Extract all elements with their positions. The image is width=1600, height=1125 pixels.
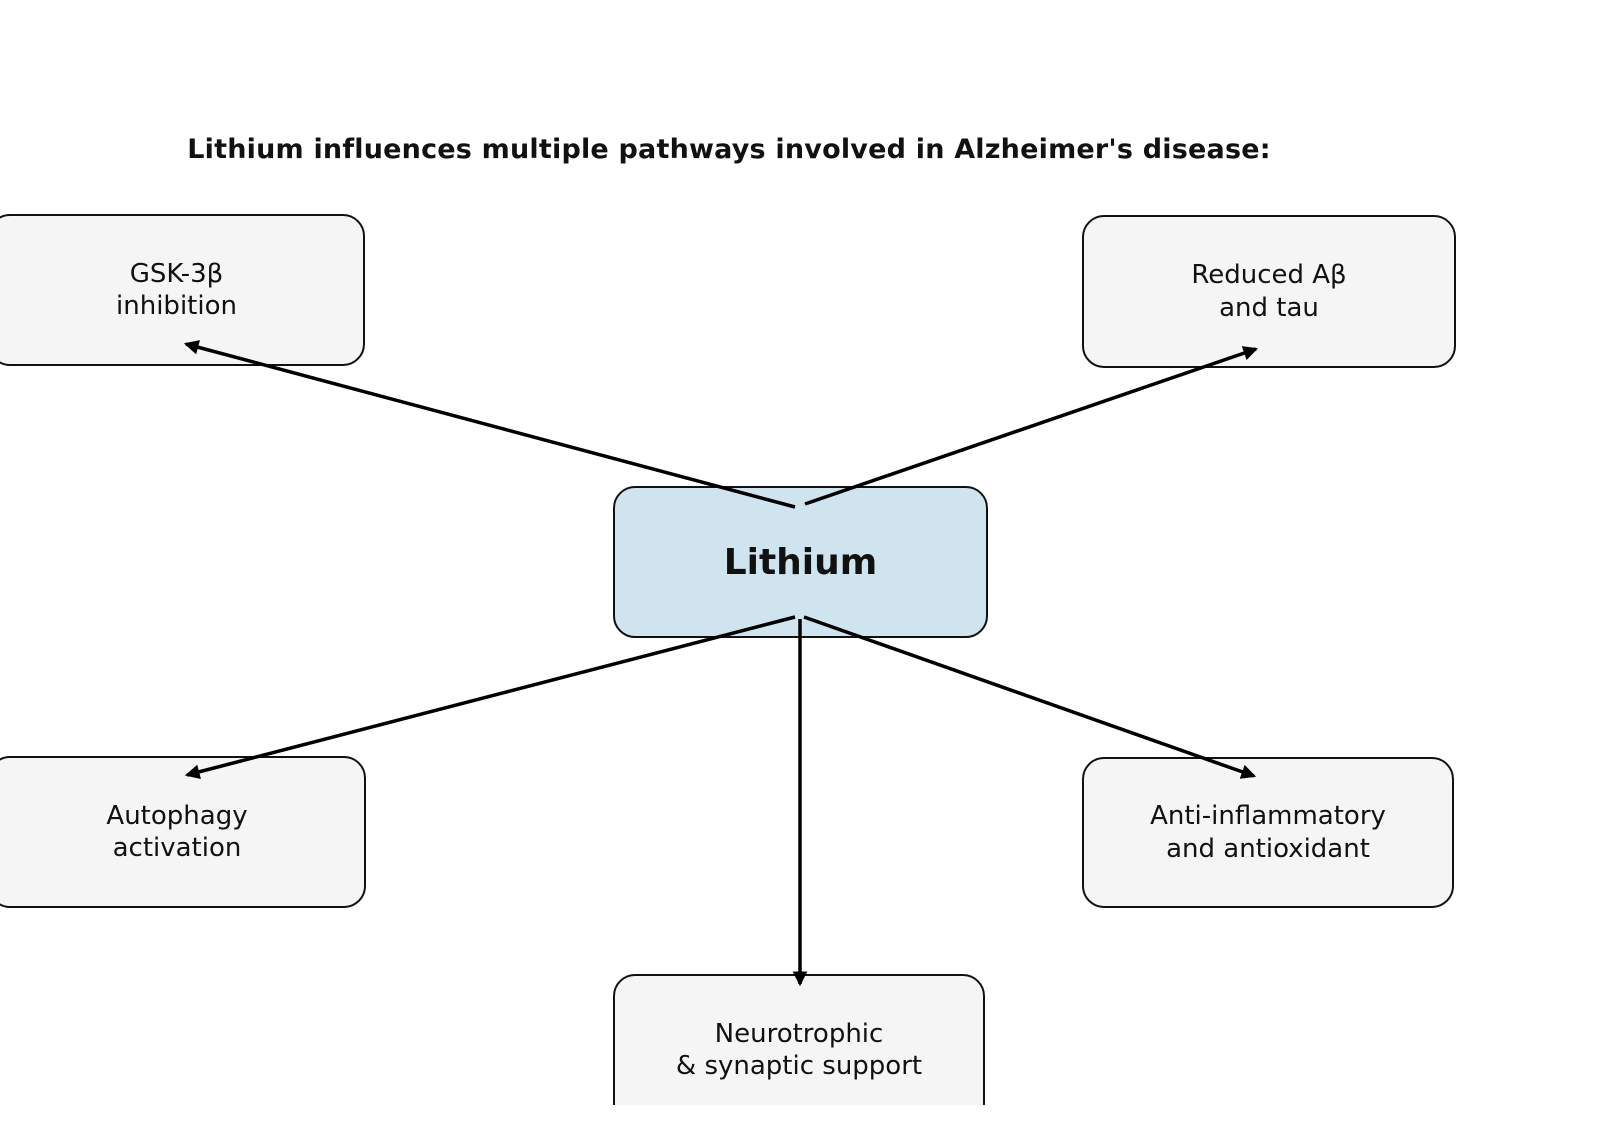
diagram-title: Lithium influences multiple pathways inv… — [187, 134, 1271, 165]
node-label-gsk3b: GSK-3β inhibition — [116, 258, 237, 322]
arrow-to-autophagy-activation — [184, 615, 796, 779]
node-neurotrophic-support: Neurotrophic & synaptic support — [613, 974, 985, 1105]
node-autophagy-activation: Autophagy activation — [0, 756, 366, 908]
node-label-reduced-abeta-tau: Reduced Aβ and tau — [1191, 260, 1347, 323]
node-gsk3b-inhibition: GSK-3β inhibition — [0, 214, 365, 366]
node-lithium-center: Lithium — [613, 486, 988, 638]
node-reduced-abeta-tau: Reduced Aβ and tau — [1082, 215, 1456, 368]
node-label-anti-inflammatory: Anti-inflammatory and antioxidant — [1150, 801, 1386, 864]
arrow-to-anti-inflammatory — [803, 615, 1257, 779]
node-label-autophagy: Autophagy activation — [106, 800, 248, 864]
arrow-to-reduced-abeta-tau — [804, 346, 1259, 506]
node-anti-inflammatory: Anti-inflammatory and antioxidant — [1082, 757, 1454, 908]
arrow-to-gsk3b-inhibition — [183, 340, 796, 509]
node-label-neurotrophic: Neurotrophic & synaptic support — [675, 1018, 923, 1082]
node-label-lithium: Lithium — [723, 541, 878, 583]
